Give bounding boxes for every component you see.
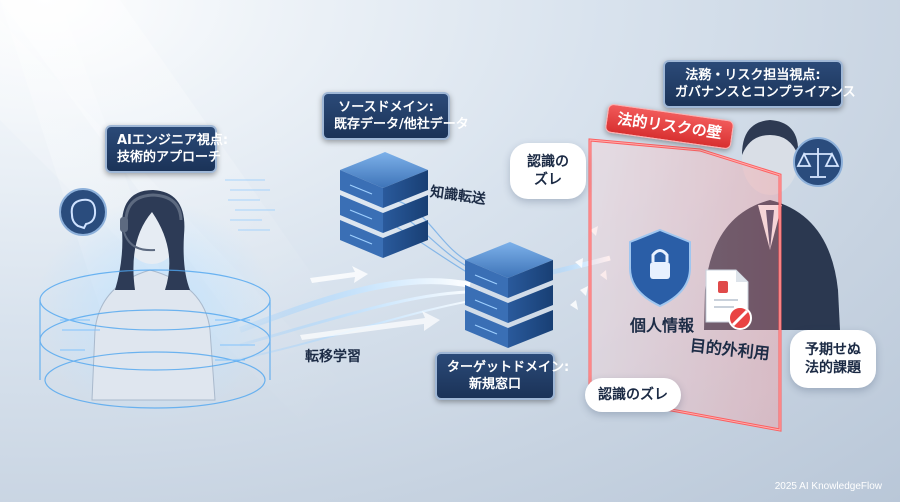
legal-risk-wall-label: 法的リスクの壁 [604, 103, 735, 150]
personal-info-text: 個人情報 [630, 316, 695, 335]
copyright-footer: 2025 AI KnowledgeFlow [774, 481, 882, 492]
perception-gap-bubble-bottom: 認識のズレ [585, 378, 681, 412]
source-domain-label: ソースドメイン: 既存データ/他社データ [322, 92, 469, 140]
unexpected-legal-issue-bubble: 予期せぬ 法的課題 [790, 330, 876, 388]
knowledge-transfer-text: 知識転送 [429, 184, 487, 208]
purpose-misuse-text: 目的外利用 [689, 335, 771, 364]
perception-gap-bubble-top: 認識の ズレ [510, 143, 586, 199]
transfer-learning-text: 転移学習 [305, 349, 361, 365]
legal-perspective-label: 法務・リスク担当視点: ガバナンスとコンプライアンス [663, 60, 856, 108]
engineer-perspective-label: AIエンジニア視点: 技術的アプローチ [105, 125, 228, 173]
target-domain-label: ターゲットドメイン: 新規窓口 [435, 352, 569, 400]
